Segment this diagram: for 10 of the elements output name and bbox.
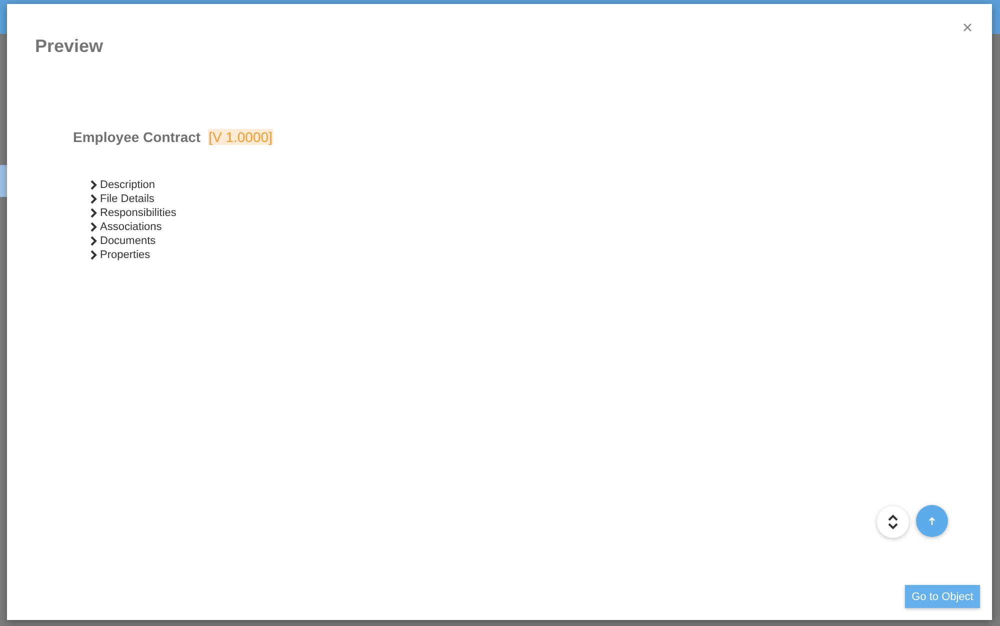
dialog-title: Preview	[35, 36, 104, 57]
section-link: File Details	[100, 193, 154, 205]
object-name: Employee Contract	[73, 129, 201, 145]
section-link: Documents	[100, 235, 156, 247]
section-link: Description	[100, 179, 156, 191]
section-link: Associations	[100, 221, 162, 233]
go-to-object-button: Go to Object	[905, 585, 980, 608]
version-tag: [V 1.0000]	[208, 129, 274, 145]
section-link: Responsibilities	[100, 207, 176, 219]
section-link: Properties	[100, 249, 150, 261]
